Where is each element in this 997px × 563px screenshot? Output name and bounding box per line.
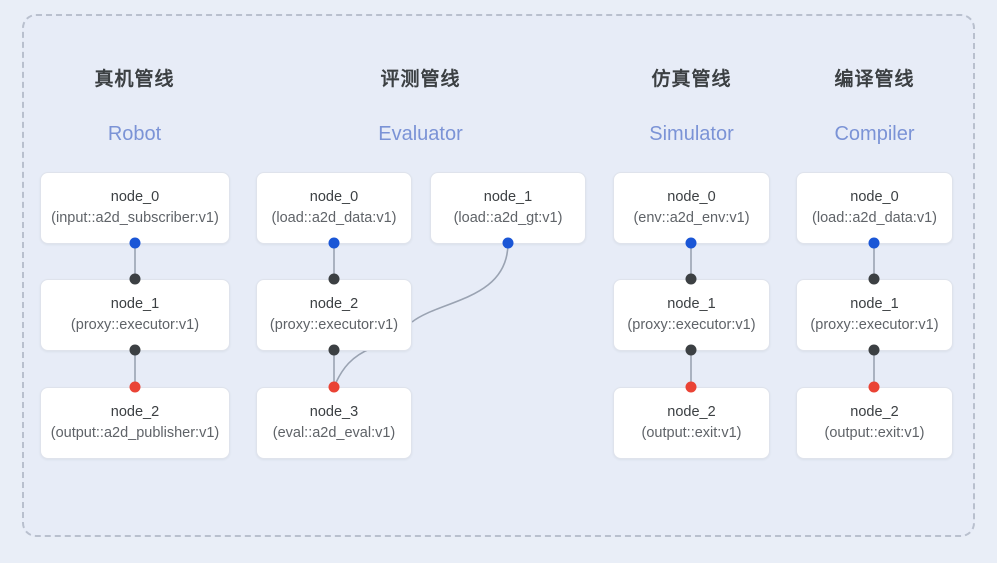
node-box[interactable]: node_1(proxy::executor:v1) <box>40 279 230 351</box>
node-name: node_2 <box>850 403 899 420</box>
node-box[interactable]: node_1(proxy::executor:v1) <box>613 279 770 351</box>
node-type: (proxy::executor:v1) <box>269 317 399 333</box>
node-port-dark[interactable] <box>685 273 697 285</box>
node-name: node_2 <box>667 403 716 420</box>
node-type: (output::exit:v1) <box>824 425 925 441</box>
node-port-red[interactable] <box>685 381 697 393</box>
node-box[interactable]: node_2(output::a2d_publisher:v1) <box>40 387 230 459</box>
node-port-blue[interactable] <box>328 237 340 249</box>
node-port-blue[interactable] <box>502 237 514 249</box>
node-type: (eval::a2d_eval:v1) <box>272 425 396 441</box>
node-type: (proxy::executor:v1) <box>810 317 939 333</box>
node-port-blue[interactable] <box>685 237 697 249</box>
node-box[interactable]: node_2(proxy::executor:v1) <box>256 279 412 351</box>
node-port-dark[interactable] <box>328 273 340 285</box>
node-box[interactable]: node_1(proxy::executor:v1) <box>796 279 953 351</box>
node-name: node_3 <box>309 403 359 420</box>
node-name: node_0 <box>667 188 716 205</box>
node-port-red[interactable] <box>129 381 141 393</box>
node-type: (proxy::executor:v1) <box>627 317 756 333</box>
node-type: (load::a2d_data:v1) <box>271 210 397 226</box>
node-port-blue[interactable] <box>868 237 880 249</box>
node-type: (proxy::executor:v1) <box>70 317 200 333</box>
node-name: node_1 <box>667 295 716 312</box>
node-port-dark[interactable] <box>868 273 880 285</box>
node-name: node_0 <box>309 188 359 205</box>
node-type: (input::a2d_subscriber:v1) <box>51 210 219 226</box>
node-type: (load::a2d_gt:v1) <box>453 210 563 226</box>
node-port-blue[interactable] <box>129 237 141 249</box>
node-type: (output::exit:v1) <box>641 425 742 441</box>
node-box[interactable]: node_2(output::exit:v1) <box>796 387 953 459</box>
node-box[interactable]: node_0(load::a2d_data:v1) <box>256 172 412 244</box>
node-name: node_1 <box>850 295 899 312</box>
node-box[interactable]: node_0(input::a2d_subscriber:v1) <box>40 172 230 244</box>
node-type: (output::a2d_publisher:v1) <box>50 425 220 441</box>
node-port-red[interactable] <box>328 381 340 393</box>
node-name: node_1 <box>483 188 533 205</box>
node-box[interactable]: node_2(output::exit:v1) <box>613 387 770 459</box>
node-type: (env::a2d_env:v1) <box>633 210 750 226</box>
node-port-dark[interactable] <box>685 344 697 356</box>
node-port-dark[interactable] <box>129 344 141 356</box>
node-port-dark[interactable] <box>328 344 340 356</box>
node-type: (load::a2d_data:v1) <box>812 210 937 226</box>
node-box[interactable]: node_1(load::a2d_gt:v1) <box>430 172 586 244</box>
node-name: node_0 <box>850 188 899 205</box>
node-box[interactable]: node_0(env::a2d_env:v1) <box>613 172 770 244</box>
node-port-dark[interactable] <box>129 273 141 285</box>
node-box[interactable]: node_0(load::a2d_data:v1) <box>796 172 953 244</box>
node-name: node_2 <box>309 295 359 312</box>
node-name: node_0 <box>110 188 160 205</box>
node-name: node_1 <box>110 295 160 312</box>
node-box[interactable]: node_3(eval::a2d_eval:v1) <box>256 387 412 459</box>
node-port-dark[interactable] <box>868 344 880 356</box>
node-port-red[interactable] <box>868 381 880 393</box>
node-name: node_2 <box>110 403 160 420</box>
